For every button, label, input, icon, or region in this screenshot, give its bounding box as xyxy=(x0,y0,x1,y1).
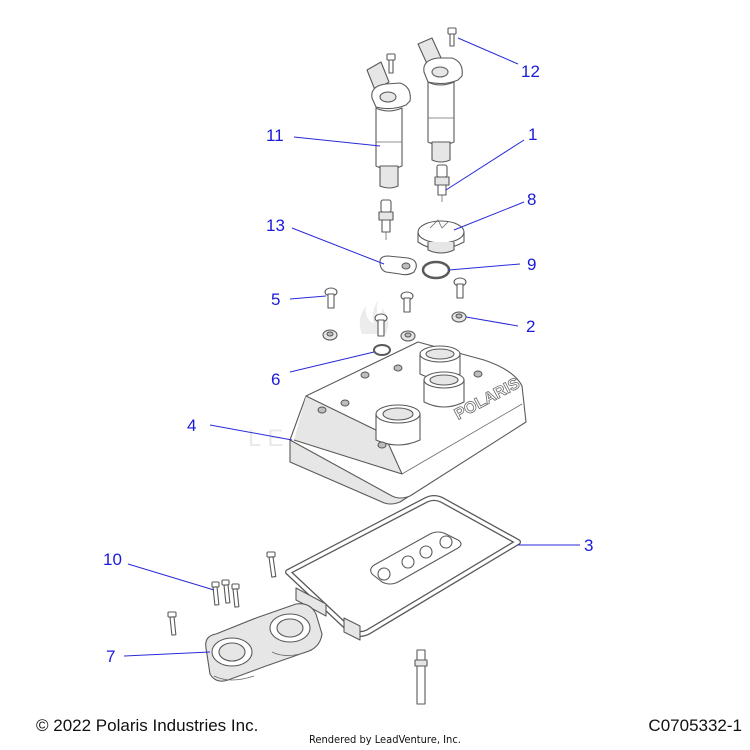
callout-8: 8 xyxy=(527,190,536,209)
screw-10-c xyxy=(231,583,240,608)
leader-7 xyxy=(123,651,211,657)
washer-6 xyxy=(373,344,391,356)
leader-5 xyxy=(289,295,327,300)
leader-12 xyxy=(457,37,519,65)
callout-13: 13 xyxy=(266,216,285,235)
bolt-5-a xyxy=(324,287,338,309)
leader-10 xyxy=(127,563,215,591)
leader-8 xyxy=(453,201,525,231)
screw-12-right xyxy=(447,27,457,47)
callout-4: 4 xyxy=(187,416,196,435)
leader-1 xyxy=(445,139,525,191)
bolt-5-b xyxy=(400,291,414,313)
oil-cap-o-ring xyxy=(421,260,451,280)
screw-loose-a xyxy=(266,551,277,578)
rendered-by-text: Rendered by LeadVenture, Inc. xyxy=(309,733,461,746)
callout-labels: 1 2 3 4 5 6 7 8 9 10 11 12 13 xyxy=(103,62,593,666)
callout-10: 10 xyxy=(103,550,122,569)
callout-11: 11 xyxy=(266,126,284,145)
copyright-text: © 2022 Polaris Industries Inc. xyxy=(36,716,259,735)
leader-9 xyxy=(448,263,521,271)
intake-manifold xyxy=(205,603,323,682)
valve-cover-gasket xyxy=(285,495,521,641)
screw-10-a xyxy=(211,581,220,606)
leader-11 xyxy=(293,136,381,147)
diagram-code: C0705332-1 xyxy=(648,716,742,735)
oil-filler-cap xyxy=(417,219,465,254)
valve-cover: POLARIS xyxy=(289,341,527,505)
coil-bracket xyxy=(379,255,417,276)
callout-6: 6 xyxy=(271,370,280,389)
callout-2: 2 xyxy=(526,317,535,336)
callout-5: 5 xyxy=(271,290,280,309)
leader-4 xyxy=(209,424,293,441)
spark-plug-right xyxy=(434,164,450,202)
callout-12: 12 xyxy=(521,62,540,81)
screw-10-d xyxy=(167,611,177,636)
callout-3: 3 xyxy=(584,536,593,555)
bolt-5-d xyxy=(374,313,388,337)
leader-2 xyxy=(465,316,519,327)
callout-1: 1 xyxy=(528,125,537,144)
bolt-5-c xyxy=(453,277,467,299)
screw-12-left xyxy=(386,53,396,74)
leader-13 xyxy=(291,227,385,265)
leader-6 xyxy=(289,351,375,373)
callout-7: 7 xyxy=(106,647,115,666)
callout-9: 9 xyxy=(527,255,536,274)
screw-10-b xyxy=(221,579,231,604)
ignition-coil-left xyxy=(366,61,411,189)
leader-lines xyxy=(123,37,580,657)
spark-plug-left xyxy=(378,199,394,240)
stud-bolt xyxy=(414,649,428,705)
ignition-coil-right xyxy=(417,37,463,163)
